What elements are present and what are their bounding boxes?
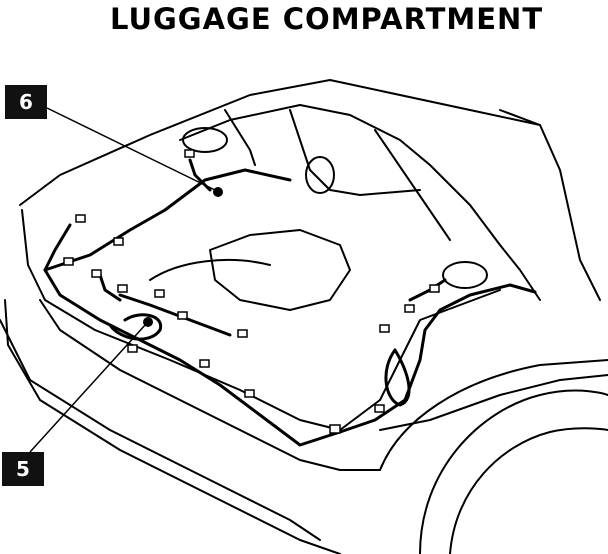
connector-12 xyxy=(379,324,390,333)
wheel-arch xyxy=(379,359,608,471)
leader-line-6 xyxy=(46,107,216,191)
ground-point-6 xyxy=(213,187,223,197)
connector-6 xyxy=(154,289,165,298)
rear-wheel-outer xyxy=(419,389,608,554)
connector-3 xyxy=(63,257,74,266)
connector-7 xyxy=(177,311,188,320)
connector-9 xyxy=(199,359,210,368)
harness-main-upper xyxy=(43,168,292,272)
speaker-left xyxy=(182,127,228,153)
lid-strut xyxy=(374,129,451,241)
connector-10 xyxy=(244,389,255,398)
harness-lamp-left xyxy=(98,273,122,302)
connector-4 xyxy=(91,269,102,278)
leader-line-5 xyxy=(29,323,147,453)
harness-branch-right xyxy=(384,348,411,407)
trunk-rear-panel xyxy=(19,79,541,206)
side-panel-right xyxy=(429,164,541,301)
connector-14 xyxy=(429,284,440,293)
connector-5 xyxy=(117,284,128,293)
rear-wheel-inner xyxy=(449,427,608,554)
harness-branch-center xyxy=(118,293,232,337)
rear-seat-back xyxy=(289,109,421,196)
connector-1 xyxy=(75,214,86,223)
callout-5-label: 5 xyxy=(2,452,44,486)
connector-15 xyxy=(184,149,195,158)
connector-2 xyxy=(113,237,124,246)
connector-8 xyxy=(237,329,248,338)
trunk-floor-curve xyxy=(149,259,271,281)
harness-main-lower xyxy=(43,268,537,447)
bumper-outline xyxy=(4,299,341,554)
body-side-line xyxy=(299,459,381,471)
connector-16 xyxy=(127,344,138,353)
lid-hinge-left xyxy=(224,109,256,166)
trunk-inner-wall xyxy=(179,104,431,166)
tail-panel xyxy=(39,299,301,461)
spare-wheel-well xyxy=(209,229,351,311)
diagram-title: LUGGAGE COMPARTMENT xyxy=(110,2,544,36)
connector-13 xyxy=(404,304,415,313)
speaker-right xyxy=(442,261,488,289)
bumper-lower xyxy=(0,319,321,541)
c-pillar xyxy=(499,109,601,301)
harness-loop xyxy=(108,313,163,341)
connector-17 xyxy=(374,404,385,413)
seat-headrest xyxy=(305,156,335,194)
callout-6-label: 6 xyxy=(5,85,47,119)
trunk-floor-edge xyxy=(21,209,501,431)
connector-11 xyxy=(329,424,341,434)
harness-branch-left xyxy=(43,223,72,272)
